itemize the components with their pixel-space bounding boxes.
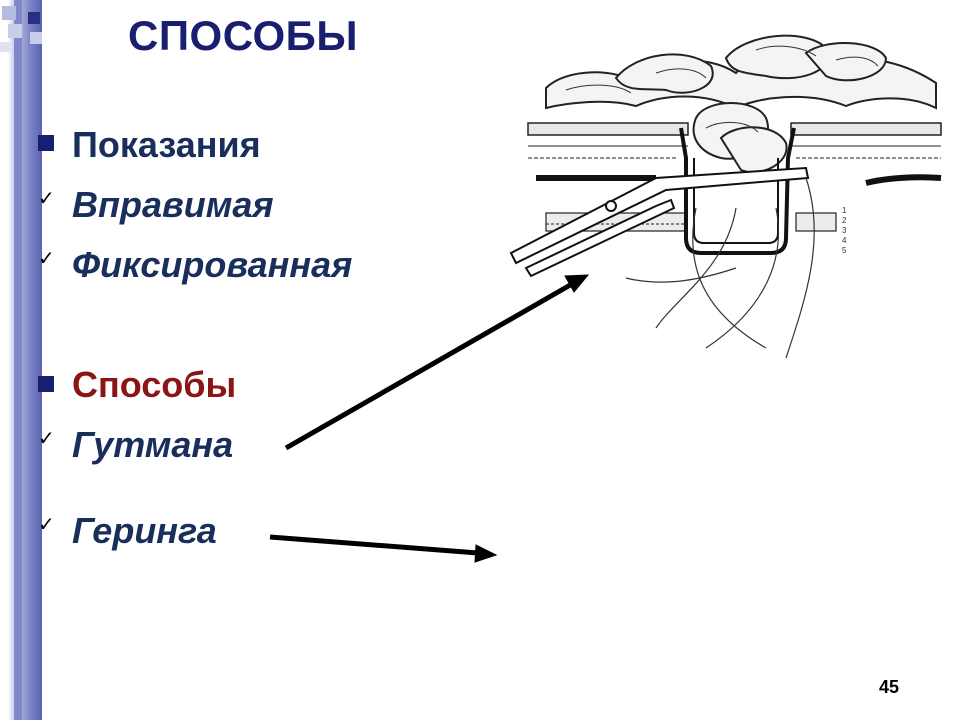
page-title: СПОСОБЫ xyxy=(128,12,358,59)
decor-square xyxy=(28,12,40,24)
decor-square xyxy=(0,42,12,52)
list-item: Гутмана xyxy=(72,424,234,465)
list-item: Вправимая xyxy=(72,184,274,225)
decor-square xyxy=(8,24,22,38)
layer-label: 5 xyxy=(842,246,847,255)
section-heading-methods: Способы xyxy=(72,364,237,405)
checkmark-icon: ✓ xyxy=(38,188,55,210)
square-bullet-icon xyxy=(38,376,54,392)
surgical-illustration: 1 2 3 4 5 xyxy=(509,34,942,359)
arrowhead-icon xyxy=(564,274,590,293)
page-number: 45 xyxy=(879,677,900,697)
layer-label: 2 xyxy=(842,216,847,225)
layer-label: 3 xyxy=(842,226,847,235)
checkmark-icon: ✓ xyxy=(38,428,55,450)
section-heading-indications: Показания xyxy=(72,124,261,165)
arrow-gutman xyxy=(284,281,574,451)
square-bullet-icon xyxy=(38,135,54,151)
decor-square xyxy=(30,32,42,44)
list-item: Фиксированная xyxy=(72,244,353,285)
layer-label: 4 xyxy=(842,236,847,245)
sidebar-stripe xyxy=(14,0,22,720)
arrow-gering xyxy=(269,534,479,556)
decor-square xyxy=(2,6,16,20)
checkmark-icon: ✓ xyxy=(38,514,55,536)
layer-label: 1 xyxy=(842,206,847,215)
checkmark-icon: ✓ xyxy=(38,248,55,270)
arrowhead-icon xyxy=(474,544,498,563)
list-item: Геринга xyxy=(72,510,217,551)
